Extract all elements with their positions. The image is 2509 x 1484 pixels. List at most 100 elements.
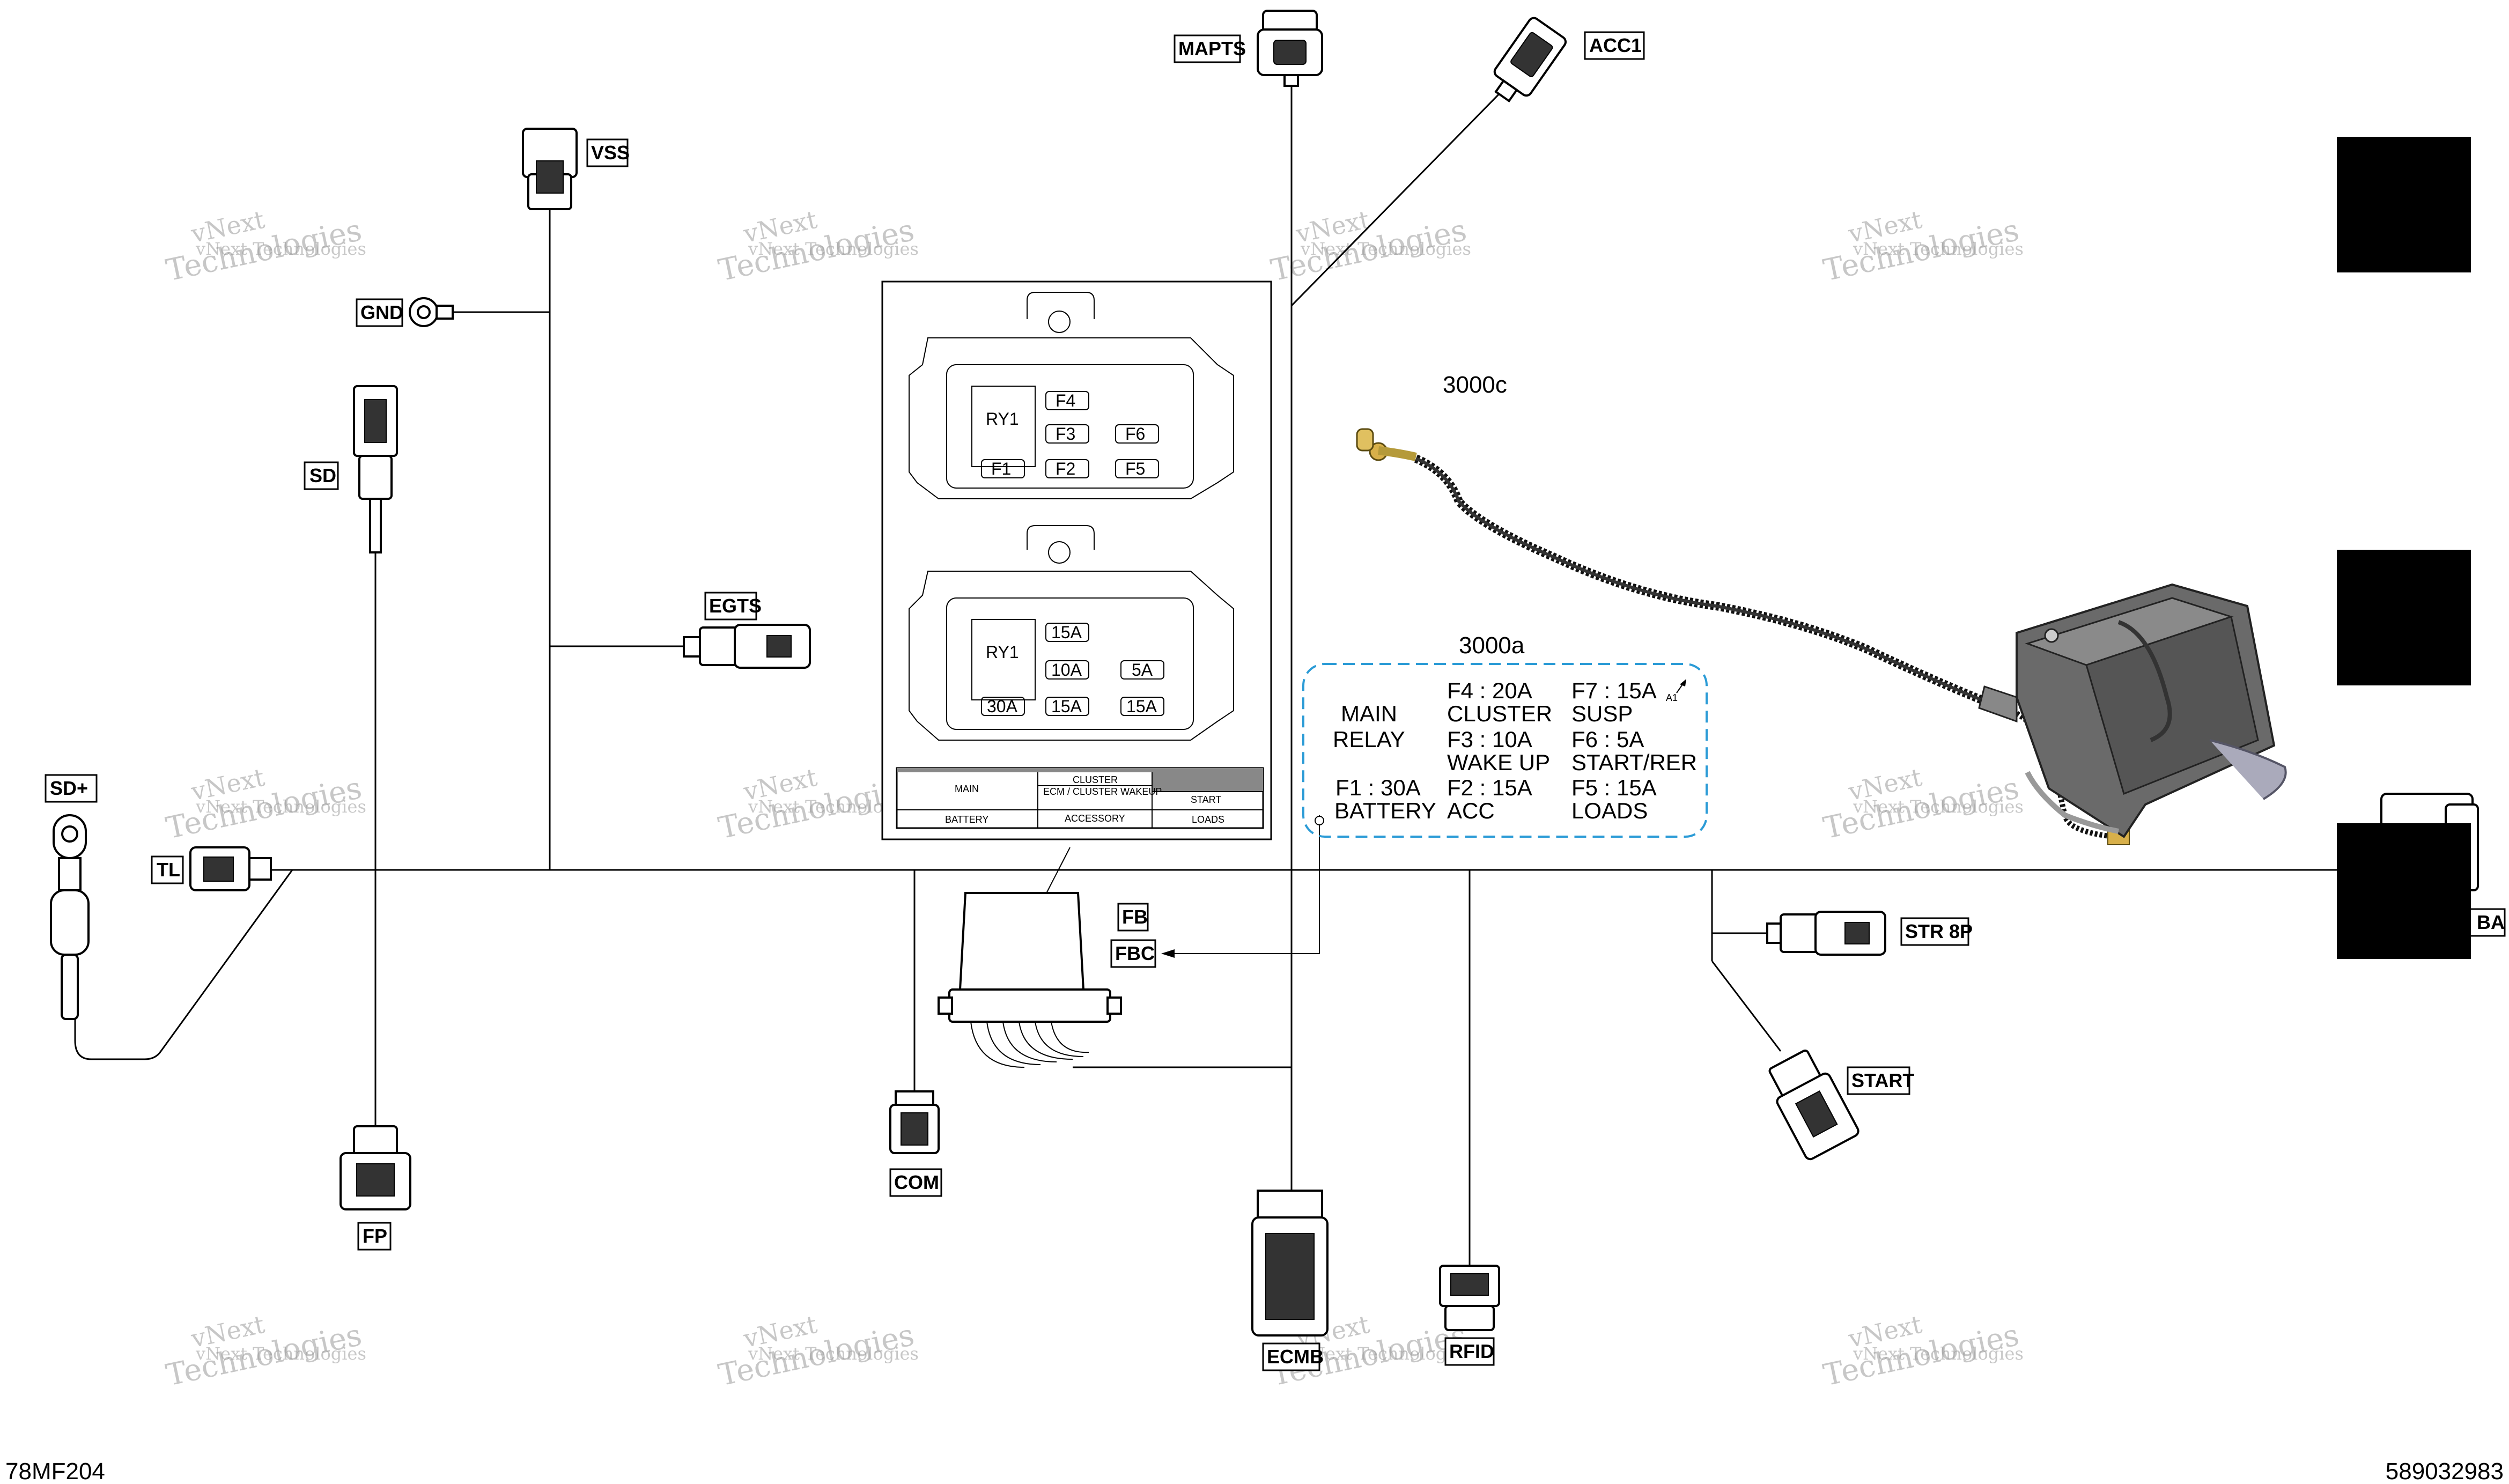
fuse-slot-label: F5 (1125, 459, 1145, 478)
watermark: vNext Technologies (748, 239, 919, 259)
sd-connector[interactable] (353, 385, 398, 553)
fuse-slot (1045, 660, 1089, 680)
ring-terminal-hole (417, 305, 431, 319)
fuse-slot-label: F1 (991, 459, 1011, 478)
fbc-label: FBC (1115, 942, 1155, 964)
fuse-slot (1045, 459, 1089, 478)
fuse-legend-frame (1302, 663, 1708, 838)
mapts-connector[interactable] (1257, 10, 1323, 87)
fusebox-bottom-inner (946, 597, 1194, 730)
fp-connector[interactable] (340, 1125, 411, 1210)
connector-socket (1273, 40, 1307, 65)
com-connector[interactable] (889, 1090, 940, 1154)
tl-label: TL (157, 859, 180, 881)
connector-tail (369, 498, 382, 553)
fbc-label-box (1110, 939, 1156, 968)
connector-socket (766, 635, 792, 658)
ecmb-label: ECMB (1267, 1346, 1324, 1368)
com-label-box (889, 1168, 942, 1197)
drawing-code-left: 78MF204 (5, 1458, 105, 1484)
redaction-block (2337, 550, 2471, 685)
fbc-leader-arrow-icon (1161, 949, 1175, 958)
connector-socket (1510, 32, 1553, 77)
fusebox-bottom-relay-slot (971, 619, 1036, 700)
str8p-connector[interactable] (1766, 911, 1886, 956)
gnd-label: GND (360, 301, 403, 323)
watermark: vNext Technologies (195, 239, 366, 259)
brass-terminal-lead (1378, 446, 1417, 461)
module-bolt (2044, 628, 2059, 643)
fusebox-detail-panel: RY1 F4 F3 F6 F1 F2 F5 RY1 15A 10A (881, 280, 1272, 840)
brass-terminal-boot (1356, 428, 1374, 452)
module-mounting-tab (1978, 685, 2018, 723)
legend-fuse-rating: F5 : 15A (1571, 775, 1657, 800)
start-label: START (1851, 1069, 1914, 1091)
fuse-table-cell: CLUSTER (1073, 774, 1118, 785)
fuse-table-shaded-cell (1152, 772, 1263, 792)
fuse-slot-label: 15A (1051, 697, 1082, 716)
watermark: vNext Technologies (1300, 239, 1471, 259)
connector-tail (1283, 74, 1299, 87)
egts-connector[interactable] (683, 624, 811, 669)
sdplus-branch-wire (74, 869, 294, 1060)
rfid-label: RFID (1449, 1340, 1494, 1362)
legend-fuse-rating: F6 : 5A (1571, 727, 1644, 752)
tl-label-box (151, 855, 184, 884)
connector-socket (1450, 1273, 1489, 1296)
legend-revision-mark: A1 (1666, 692, 1678, 703)
start-connector[interactable] (1761, 1046, 1860, 1161)
legend-fuse-desc: WAKE UP (1447, 750, 1550, 775)
fuse-slot (1120, 660, 1164, 680)
legend-main-relay: RELAY (1333, 727, 1405, 752)
sd-label: SD (309, 464, 336, 486)
rfid-connector[interactable] (1439, 1265, 1500, 1331)
legend-fuse-rating: F1 : 30A (1335, 775, 1421, 800)
fuse-table-cell: BATTERY (945, 814, 988, 825)
fuse-slot-label: F3 (1056, 424, 1075, 444)
watermark: vNext Technologies (1300, 1343, 1471, 1364)
fuse-slot (1045, 424, 1089, 444)
rfid-label-box (1444, 1337, 1495, 1366)
fusebox-bottom-tab (1027, 525, 1095, 550)
module-clip (2117, 620, 2172, 742)
acc1-connector[interactable] (1485, 16, 1567, 109)
fusebox-top-relay-label: RY1 (986, 409, 1019, 429)
watermark: vNext Technologies (1853, 796, 2024, 817)
ecmb-connector[interactable] (1251, 1190, 1329, 1337)
fuse-table-cell: START (1191, 794, 1221, 805)
fuse-slot-label: 15A (1051, 623, 1082, 642)
acc1-label: ACC1 (1589, 34, 1642, 56)
connector-pin-field (1265, 1233, 1315, 1320)
fuse-slot (1045, 697, 1089, 716)
starter-relay-module (1978, 583, 2287, 838)
legend-fuse-desc: LOADS (1571, 798, 1648, 823)
legend-fuse-rating: F3 : 10A (1447, 727, 1532, 752)
watermark: vNext Technologies (748, 1343, 919, 1364)
sdplus-terminal[interactable] (50, 814, 90, 1020)
fusebox-top-mount-hole (1048, 311, 1071, 333)
corrugated-harness-core (1415, 457, 2018, 715)
fb-connector[interactable] (938, 892, 1122, 1068)
connector-socket (536, 160, 564, 194)
legend-fuse-desc: CLUSTER (1447, 701, 1552, 726)
connector-socket (901, 1112, 928, 1146)
connector-flange (948, 988, 1111, 1023)
fuse-slot (1115, 424, 1159, 444)
start-label-box (1847, 1066, 1910, 1095)
gnd-ring-terminal[interactable] (409, 297, 454, 327)
connector-body (358, 455, 393, 500)
legend-fuse-desc: BATTERY (1334, 798, 1436, 823)
fusebox-top-outline (909, 337, 1234, 499)
tl-connector[interactable] (189, 846, 272, 891)
fusebox-bottom: RY1 15A 10A 5A 30A 15A 15A (909, 525, 1234, 741)
fuse-slot (1045, 623, 1089, 642)
fuse-assignment-table: MAIN CLUSTER ECM / CLUSTER WAKEUP START … (896, 767, 1264, 829)
fb-label-box (1117, 903, 1149, 932)
terminal-tail (61, 954, 79, 1020)
legend-fuse-rating: F7 : 15A (1571, 678, 1657, 703)
mapts-label-box (1174, 34, 1241, 63)
fusebox-top: RY1 F4 F3 F6 F1 F2 F5 (909, 292, 1234, 499)
fuse-table-cell: MAIN (955, 784, 979, 794)
vss-connector[interactable] (522, 128, 578, 210)
connector-body (1444, 1305, 1495, 1331)
